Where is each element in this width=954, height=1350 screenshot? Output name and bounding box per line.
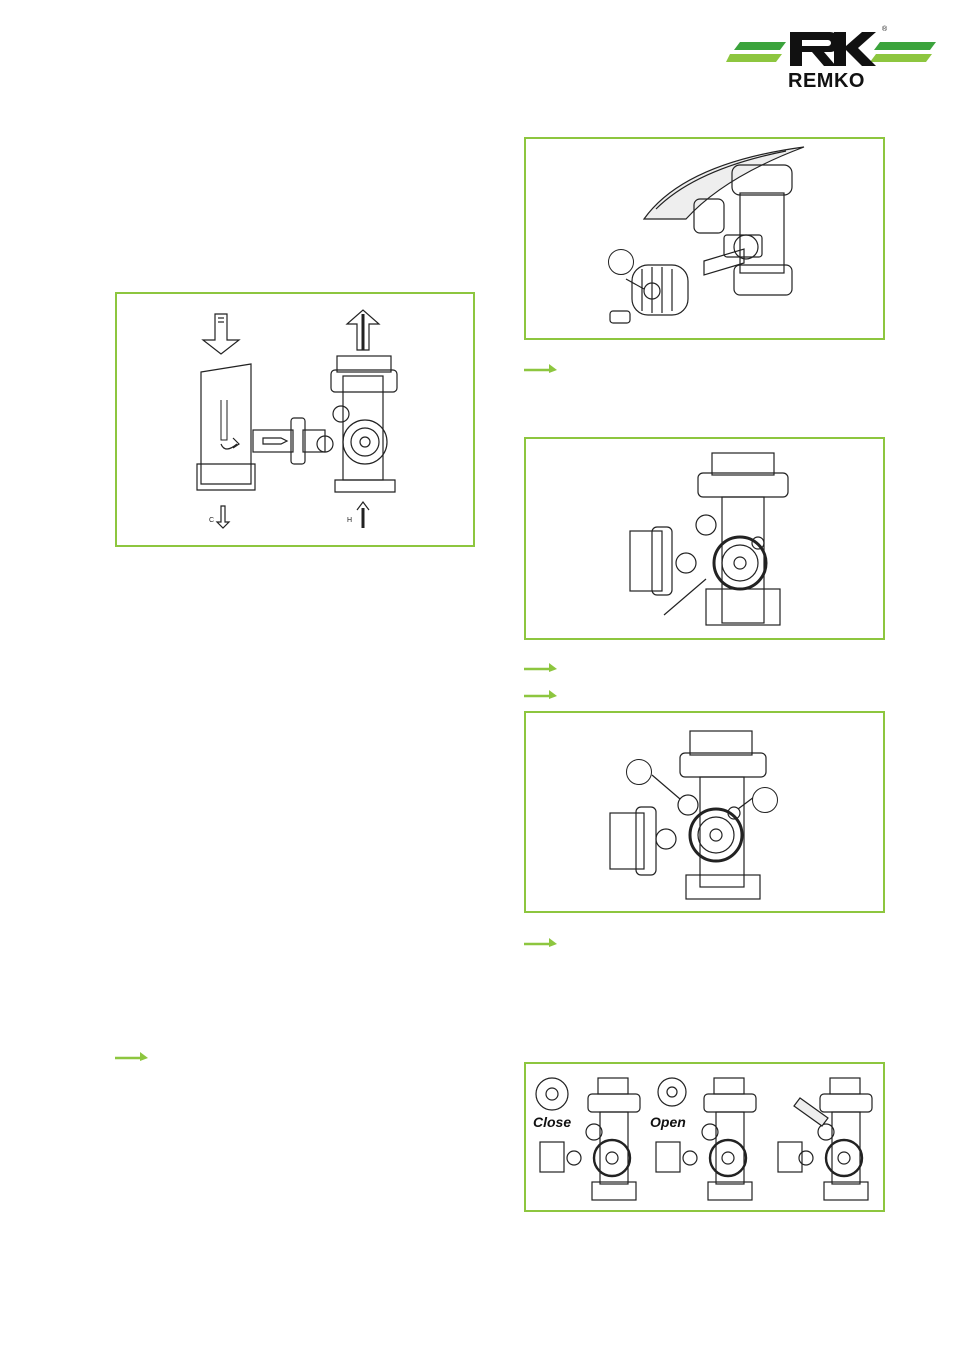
figure-close-open-steps: Close Open xyxy=(524,1062,885,1212)
brand-name: REMKO xyxy=(788,70,865,92)
cold-label: C xyxy=(209,517,214,524)
figure-knob-removal xyxy=(524,137,885,340)
arrow-right-icon xyxy=(524,690,557,699)
figure-valve-callouts xyxy=(524,711,885,913)
arrow-right-icon xyxy=(524,663,557,672)
close-label: Close xyxy=(533,1114,572,1130)
callout-circle-icon xyxy=(626,759,652,785)
open-label: Open xyxy=(650,1114,686,1130)
close-open-illustration xyxy=(535,1077,873,1201)
hot-label: H xyxy=(347,517,352,524)
flow-diagram-illustration: C H xyxy=(196,309,398,529)
arrow-right-icon xyxy=(115,1052,148,1061)
figure-valve-pointer xyxy=(524,437,885,640)
arrow-right-icon xyxy=(524,938,557,947)
knob-removal-illustration xyxy=(609,146,805,324)
registered-mark: ® xyxy=(882,26,888,33)
remko-logo-mark xyxy=(726,32,936,66)
figure-flow-diagram: C H xyxy=(115,292,475,547)
callout-circle-icon xyxy=(752,787,778,813)
arrow-right-icon xyxy=(524,364,557,373)
remko-logo: REMKO ® xyxy=(726,26,938,96)
callout-circle-icon xyxy=(608,249,634,275)
valve-callouts-illustration xyxy=(609,730,767,900)
valve-pointer-illustration xyxy=(629,452,789,626)
